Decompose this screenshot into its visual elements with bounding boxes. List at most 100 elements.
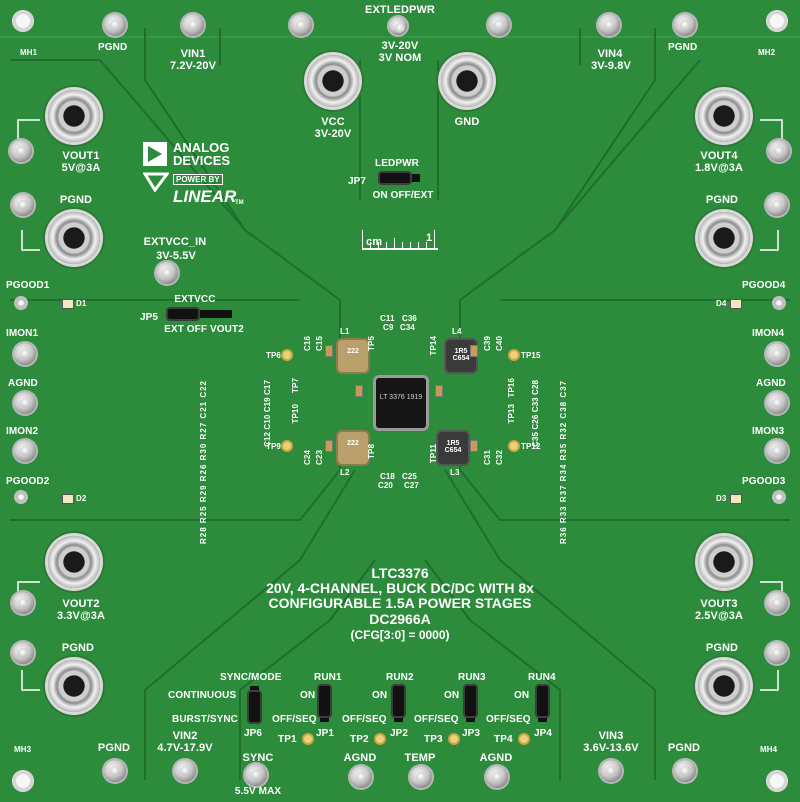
c39-label: C39 — [483, 336, 492, 351]
tp15-label: TP15 — [521, 351, 541, 360]
vout1-label: VOUT1 — [62, 150, 100, 162]
vout3-post[interactable] — [766, 592, 788, 614]
imon3-post[interactable] — [766, 440, 788, 462]
pgnd-label-top-left: PGND — [98, 42, 128, 53]
mh3-label: MH3 — [14, 745, 32, 754]
vout1-banana-jack[interactable] — [48, 90, 100, 142]
c34-label: C34 — [400, 323, 415, 332]
sync-max-label: 5.5V MAX — [234, 786, 282, 797]
run3-label: RUN3 — [458, 672, 486, 683]
agnd-post-right[interactable] — [766, 392, 788, 414]
extvcc-in-post[interactable] — [156, 262, 178, 284]
pgnd-banana-jack-left-2[interactable] — [48, 660, 100, 712]
jp4-jumper-shunt[interactable] — [537, 686, 548, 716]
jp6-label: JP6 — [244, 728, 263, 739]
agnd-post-left[interactable] — [14, 392, 36, 414]
pgnd-banana-jack-right-2[interactable] — [698, 660, 750, 712]
pgnd-post-top-right[interactable] — [674, 14, 696, 36]
logo-linear: LINEAR — [173, 187, 237, 206]
tp3-testpoint[interactable] — [450, 735, 458, 743]
pgood3-pad[interactable] — [772, 490, 786, 504]
tp4-testpoint[interactable] — [520, 735, 528, 743]
pgnd-banana-jack-left-1[interactable] — [48, 212, 100, 264]
run1-on-label: ON — [300, 690, 316, 701]
imon2-post[interactable] — [14, 440, 36, 462]
temp-post[interactable] — [410, 766, 432, 788]
extledpwr-nominal: 3V NOM — [378, 52, 422, 64]
run4-label: RUN4 — [528, 672, 556, 683]
imon1-label: IMON1 — [6, 328, 39, 339]
pgnd-post-left-2[interactable] — [12, 642, 34, 664]
tp15-testpoint[interactable] — [510, 351, 518, 359]
jp2-jumper-shunt[interactable] — [393, 686, 404, 716]
c24-label: C24 — [303, 450, 312, 465]
pgnd-post-bottom-left[interactable] — [104, 760, 126, 782]
imon2-label: IMON2 — [6, 426, 39, 437]
pgnd-label-bottom-left: PGND — [97, 742, 131, 754]
tp9-testpoint[interactable] — [283, 442, 291, 450]
mounting-hole-2 — [766, 10, 788, 32]
vcc-post[interactable] — [290, 14, 312, 36]
gnd-banana-jack[interactable] — [441, 55, 493, 107]
vout2-banana-jack[interactable] — [48, 536, 100, 588]
jp1-jumper-shunt[interactable] — [319, 686, 330, 716]
sync-mode-label: SYNC/MODE — [220, 672, 282, 683]
imon1-post[interactable] — [14, 343, 36, 365]
pgnd-banana-jack-right-1[interactable] — [698, 212, 750, 264]
jp3-label: JP3 — [462, 728, 481, 739]
d4-led — [730, 299, 742, 309]
pgnd-label-right-2: PGND — [705, 642, 739, 654]
extledpwr-post[interactable] — [389, 17, 407, 35]
gnd-post[interactable] — [488, 14, 510, 36]
pgnd-label-top-right: PGND — [668, 42, 698, 53]
jp6-jumper-shunt[interactable] — [249, 692, 260, 722]
vin2-post[interactable] — [174, 760, 196, 782]
pgood1-pad[interactable] — [14, 296, 28, 310]
tp12-testpoint[interactable] — [510, 442, 518, 450]
vout2-rating: 3.3V@3A — [56, 610, 106, 622]
vout4-banana-jack[interactable] — [698, 90, 750, 142]
vin4-post[interactable] — [598, 14, 620, 36]
tp6-testpoint[interactable] — [283, 351, 291, 359]
pgood2-label: PGOOD2 — [6, 476, 50, 487]
c20-label: C20 — [378, 481, 393, 490]
d2-label: D2 — [76, 494, 87, 503]
sync-post[interactable] — [245, 764, 267, 786]
ledpwr-options: ON OFF/EXT — [372, 190, 434, 201]
vin1-post[interactable] — [182, 14, 204, 36]
board-description-line1: 20V, 4-CHANNEL, BUCK DC/DC WITH 8x — [266, 580, 534, 596]
vout4-post[interactable] — [768, 140, 790, 162]
jp3-jumper-shunt[interactable] — [465, 686, 476, 716]
continuous-label: CONTINUOUS — [168, 690, 237, 701]
tp1-testpoint[interactable] — [304, 735, 312, 743]
tp16-label: TP16 — [507, 378, 516, 398]
jp5-jumper-shunt[interactable] — [168, 309, 198, 319]
vout2-post[interactable] — [12, 592, 34, 614]
pgnd-post-right-2[interactable] — [766, 642, 788, 664]
pgnd-post-top-left[interactable] — [104, 14, 126, 36]
mounting-hole-4 — [766, 770, 788, 792]
vout3-banana-jack[interactable] — [698, 536, 750, 588]
vin3-post[interactable] — [600, 760, 622, 782]
imon4-post[interactable] — [766, 343, 788, 365]
temp-label: TEMP — [404, 752, 436, 764]
agnd-post-bottom-2[interactable] — [486, 766, 508, 788]
tp13-label: TP13 — [507, 404, 516, 424]
pgnd-post-bottom-right[interactable] — [674, 760, 696, 782]
vcc-banana-jack[interactable] — [307, 55, 359, 107]
vout1-post[interactable] — [10, 140, 32, 162]
pgnd-post-left-1[interactable] — [12, 194, 34, 216]
agnd-post-bottom-1[interactable] — [350, 766, 372, 788]
tp9-label: TP9 — [266, 442, 281, 451]
d3-led — [730, 494, 742, 504]
pgood2-pad[interactable] — [14, 490, 28, 504]
pgnd-post-right-1[interactable] — [766, 194, 788, 216]
tp2-testpoint[interactable] — [376, 735, 384, 743]
imon3-label: IMON3 — [752, 426, 785, 437]
tp12-label: TP12 — [521, 442, 541, 451]
pgnd-label-bottom-right: PGND — [667, 742, 701, 754]
jp7-jumper-shunt[interactable] — [380, 173, 410, 183]
jp5-label: JP5 — [140, 312, 159, 323]
pgood4-pad[interactable] — [772, 296, 786, 310]
